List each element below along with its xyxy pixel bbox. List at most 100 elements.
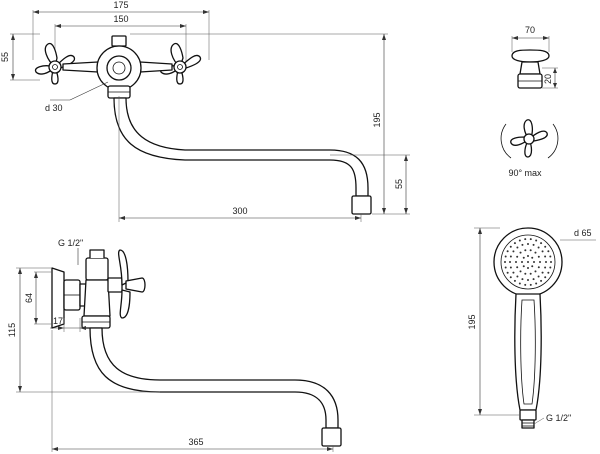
nozzle-dot	[535, 239, 538, 242]
nozzle-dot	[522, 256, 525, 259]
nozzle-dot	[524, 249, 527, 252]
nozzle-dot	[544, 266, 547, 269]
dim-label-64: 64	[24, 293, 34, 303]
nozzle-dot	[509, 245, 512, 248]
side-view: G 1/2"	[7, 238, 342, 452]
nozzle-dot	[504, 261, 506, 263]
nozzle-dot	[509, 266, 512, 269]
side-cross-handle	[107, 249, 146, 319]
nozzle-dot	[512, 271, 515, 274]
left-cross-handle	[34, 42, 76, 85]
dim-body-diameter: d 30	[45, 81, 109, 113]
dim-label-70: 70	[525, 25, 535, 35]
nozzle-dot	[527, 279, 529, 281]
nozzle-dot	[529, 272, 532, 275]
nozzle-dot	[522, 265, 525, 268]
side-spout	[89, 327, 342, 447]
nozzle-pattern	[504, 238, 552, 286]
dim-label-17: 17	[53, 316, 63, 326]
nozzle-dot	[527, 243, 529, 245]
dim-label-d65: d 65	[574, 228, 592, 238]
nozzle-dot	[509, 255, 512, 258]
mixer-body	[96, 35, 142, 99]
dim-shower-length: 195	[467, 227, 520, 416]
shower-thread-label: G 1/2"	[546, 413, 571, 423]
nozzle-dot	[518, 239, 521, 242]
nozzle-dot	[537, 275, 540, 278]
nozzle-dot	[516, 266, 519, 269]
thread-label: G 1/2"	[58, 238, 83, 248]
nozzle-dot	[527, 255, 529, 257]
right-arm	[139, 61, 173, 73]
dim-spout-drop: 55	[330, 154, 410, 214]
dim-label-365: 365	[188, 437, 203, 447]
nozzle-dot	[537, 255, 540, 258]
dim-side-height: 115	[7, 267, 160, 393]
nozzle-dot	[524, 238, 527, 241]
nozzle-dot	[529, 283, 532, 286]
nozzle-dot	[545, 261, 547, 263]
nozzle-dot	[524, 283, 527, 286]
nozzle-dot	[506, 271, 509, 274]
handle-detail: 70 20 90° max	[500, 25, 559, 178]
dim-side-reach: 365	[51, 330, 334, 452]
shower-head: d 65 195 G 1/2"	[467, 227, 596, 429]
nozzle-dot	[541, 271, 544, 274]
nozzle-dot	[524, 272, 527, 275]
nozzle-dot	[519, 251, 522, 254]
dim-handle-height: 55	[0, 33, 40, 81]
nozzle-dot	[534, 270, 537, 273]
dim-label-20: 20	[543, 74, 553, 84]
shower-head-face	[493, 227, 563, 297]
nozzle-dot	[509, 276, 512, 279]
dim-label-55: 55	[0, 52, 10, 62]
nozzle-dot	[547, 250, 550, 253]
dim-label-195: 195	[372, 112, 382, 127]
front-view: 175 150 55	[0, 0, 410, 222]
nozzle-dot	[513, 279, 516, 282]
dim-label-195-shower: 195	[467, 314, 477, 329]
dim-flange-height: 64	[24, 271, 52, 325]
dim-label-175: 175	[113, 0, 128, 10]
nozzle-dot	[521, 243, 524, 246]
front-spout	[113, 97, 372, 215]
handle-top-view: 90° max	[500, 119, 559, 178]
nozzle-dot	[516, 255, 519, 258]
nozzle-dot	[539, 261, 541, 263]
nozzle-dot	[518, 282, 521, 285]
nozzle-dot	[513, 242, 516, 245]
handle-side-view	[511, 49, 550, 89]
dim-width-overall: 175	[32, 0, 210, 60]
nozzle-dot	[515, 261, 517, 263]
nozzle-dot	[519, 270, 522, 273]
nozzle-dot	[549, 266, 552, 269]
nozzle-dot	[504, 255, 507, 258]
nozzle-dot	[527, 267, 529, 269]
nozzle-dot	[534, 251, 537, 254]
side-body	[81, 249, 111, 329]
dim-eccentric: 17	[50, 316, 86, 332]
nozzle-dot	[529, 238, 532, 241]
nozzle-dot	[516, 246, 519, 249]
nozzle-dot	[531, 265, 534, 268]
nozzle-dot	[540, 279, 543, 282]
left-arm	[62, 61, 99, 73]
dim-spout-reach: 300	[118, 96, 362, 222]
nozzle-dot	[547, 271, 550, 274]
nozzle-dot	[540, 242, 543, 245]
dim-handle-height-20: 20	[542, 67, 558, 89]
dim-label-150: 150	[113, 14, 128, 24]
dim-label-300: 300	[232, 206, 247, 216]
nozzle-dot	[527, 261, 529, 263]
nozzle-dot	[512, 250, 515, 253]
dim-handle-width: 70	[511, 25, 550, 52]
dim-label-115: 115	[7, 323, 17, 337]
shower-handle	[514, 293, 542, 429]
nozzle-dot	[541, 250, 544, 253]
nozzle-dot	[532, 243, 535, 246]
nozzle-dot	[544, 245, 547, 248]
rotation-label: 90° max	[508, 168, 542, 178]
dim-label-55-spout: 55	[394, 179, 404, 189]
nozzle-dot	[535, 282, 538, 285]
